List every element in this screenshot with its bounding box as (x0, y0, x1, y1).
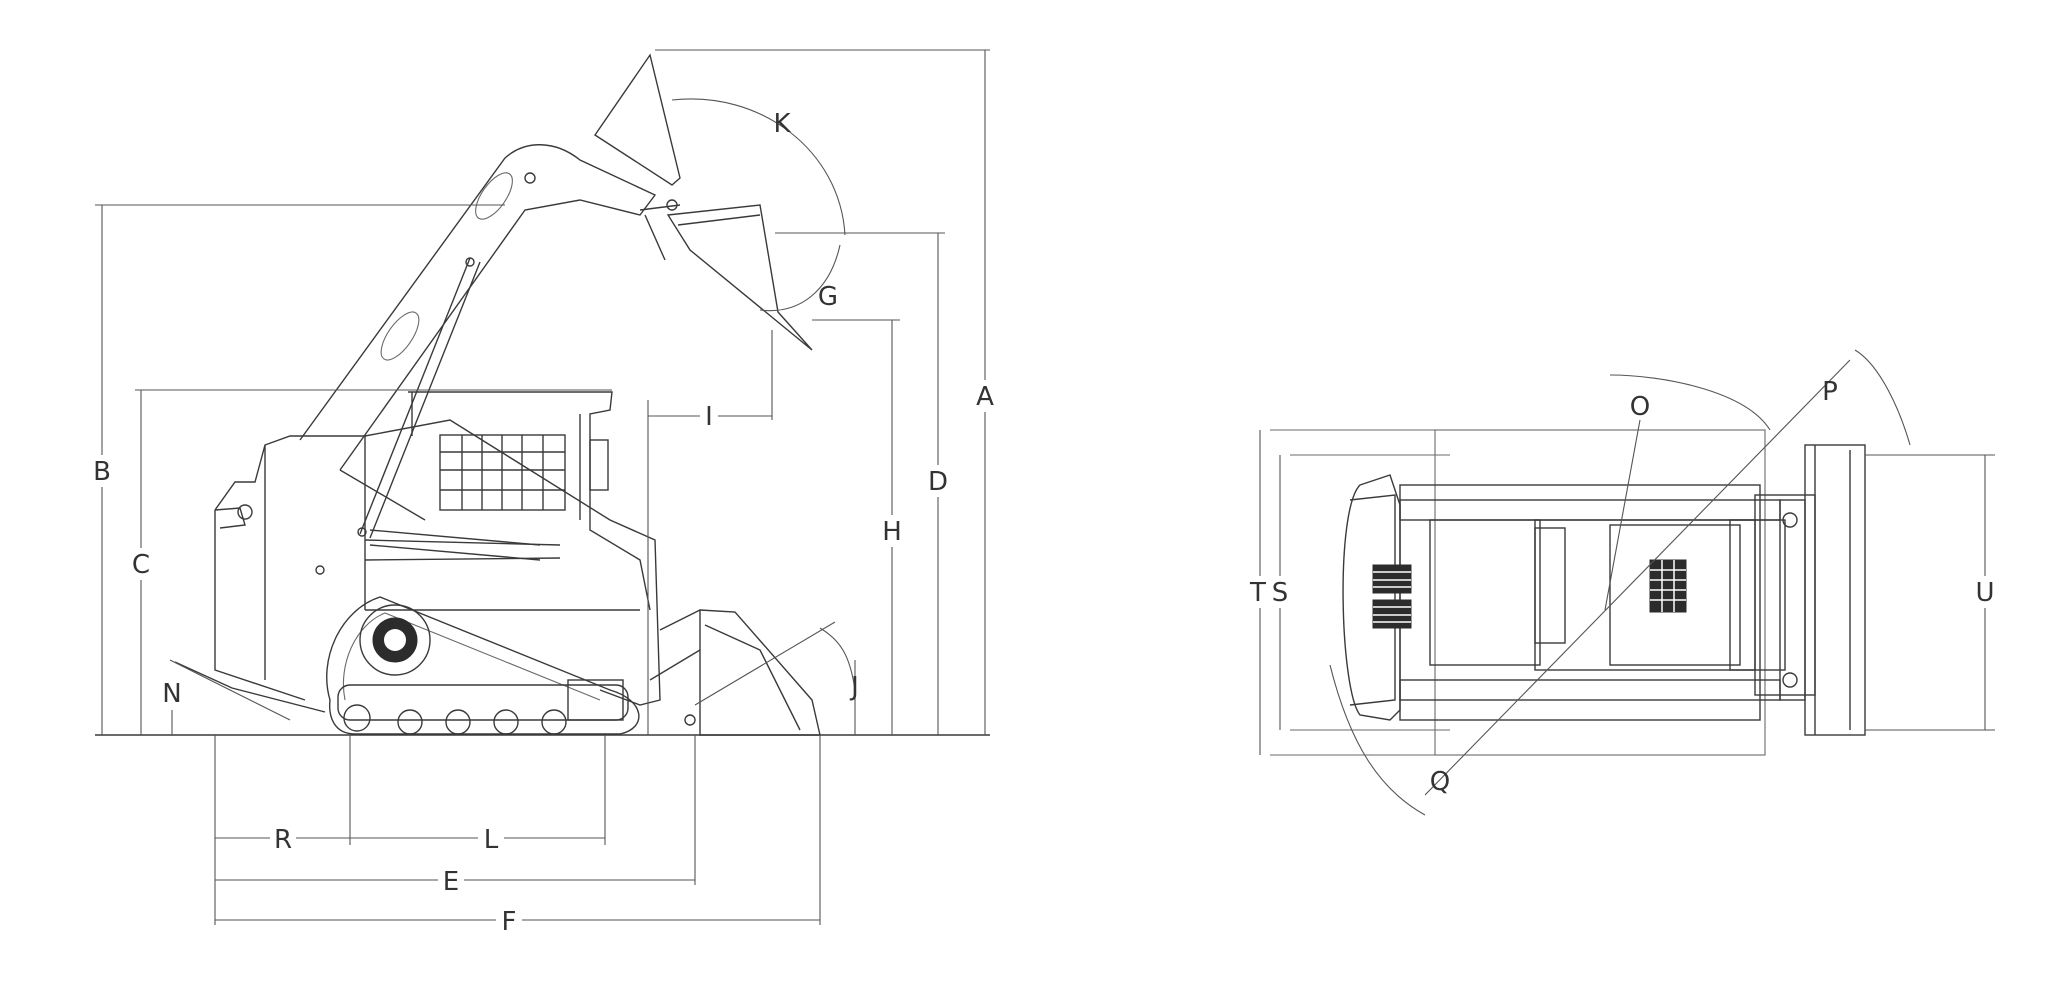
label-f: F (502, 907, 517, 937)
rear-light (214, 507, 246, 529)
label-q: Q (1430, 767, 1450, 797)
label-r: R (274, 825, 292, 855)
track-outline (1434, 429, 1766, 756)
machine-body (174, 419, 661, 713)
lowered-bucket (649, 609, 821, 736)
track-assembly (326, 596, 640, 735)
side-labels: A B C D E F G H I J K L N R (90, 109, 998, 937)
label-u: U (1975, 578, 1994, 608)
label-a: A (976, 382, 994, 412)
top-grilles (1372, 559, 1687, 629)
label-c: C (132, 550, 150, 580)
label-b: B (93, 457, 111, 487)
label-p: P (1822, 377, 1838, 407)
label-h: H (882, 517, 902, 547)
lift-arm (299, 144, 681, 561)
label-t: T (1249, 578, 1266, 608)
top-dimensions (1259, 349, 1995, 816)
operator-cab (369, 391, 651, 611)
cab-grille (439, 434, 566, 511)
label-l: L (484, 825, 499, 855)
top-view: O P Q S T U (1247, 349, 1998, 816)
label-n: N (162, 679, 181, 709)
top-labels: O P Q S T U (1247, 377, 1998, 797)
top-body (1342, 444, 1866, 736)
label-s: S (1272, 578, 1289, 608)
label-i: I (705, 402, 713, 432)
label-k: K (773, 109, 791, 139)
label-j: J (849, 672, 859, 702)
label-d: D (928, 467, 948, 497)
top-bucket (1804, 444, 1866, 736)
label-e: E (443, 867, 459, 897)
label-g: G (818, 282, 838, 312)
label-o: O (1630, 392, 1650, 422)
raised-bucket (594, 53, 813, 351)
side-view: A B C D E F G H I J K L N R (90, 49, 998, 937)
